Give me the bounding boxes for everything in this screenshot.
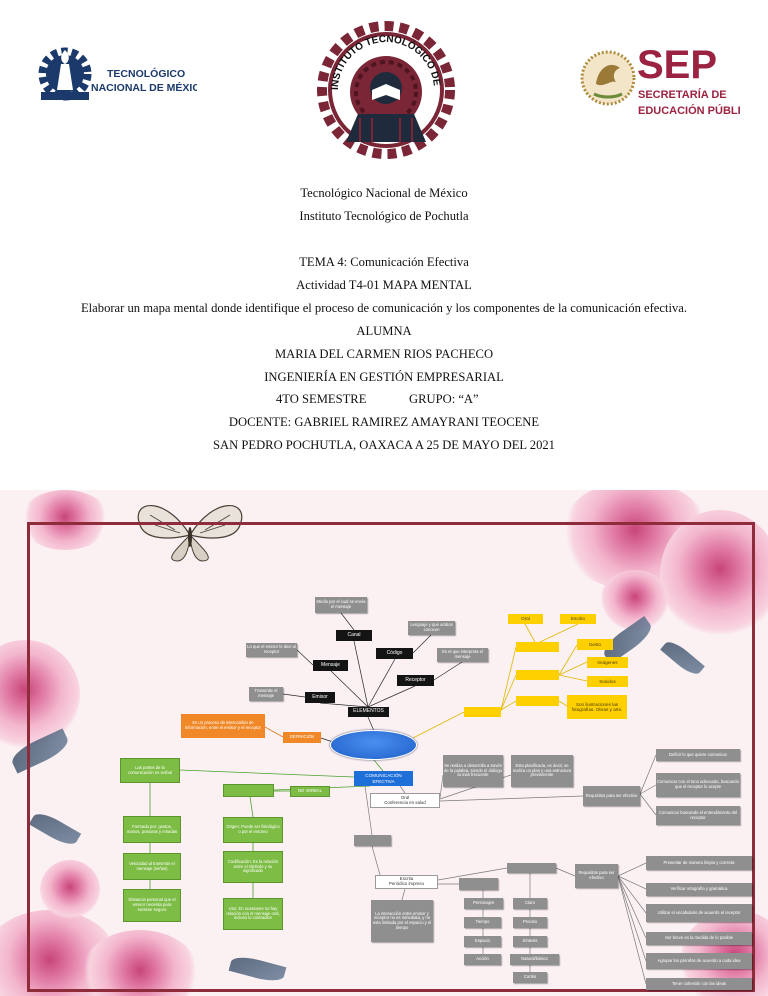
tnm-text-line1: TECNOLÓGICO	[107, 67, 185, 80]
coat-of-arms-icon	[580, 50, 636, 106]
node-definicion-text: Es un proceso de intercambio de informac…	[181, 714, 265, 738]
node-gesto: Gesto	[577, 639, 613, 650]
node-planificada: Esta planificada, es decir, se realiza u…	[511, 755, 573, 787]
node-escrita-example: Periódico impreso	[388, 881, 425, 886]
sep-text-line2: EDUCACIÓN PÚBLICA	[638, 104, 740, 117]
node-escrita-label: Escrita	[399, 876, 414, 882]
node-origen: Origen: Puede ser fisiológico o por el e…	[223, 817, 283, 843]
butterfly-decoration	[137, 505, 243, 562]
node-requisitos-1: Requisitos para ser efectivo	[583, 786, 640, 806]
header-group: GRUPO: “A”	[409, 392, 479, 406]
node-formada: Formada por: gestos, manos, posturas y m…	[123, 816, 181, 843]
header-place-date: SAN PEDRO POCHUTLA, OAXACA A 25 DE MAYO …	[213, 438, 555, 452]
node-oral-type: Oral	[508, 614, 543, 624]
node-interaccion: La interacción entre emisor y receptor n…	[371, 900, 433, 942]
node-codificacion: Codificación: Es la relación entre el sí…	[223, 851, 283, 883]
node-medio: Medio por el cual se envía el mensaje	[315, 597, 367, 613]
node-se-realiza: Se realiza o desarrolla a través de la p…	[443, 755, 503, 787]
header-student-name: MARIA DEL CARMEN RIOS PACHECO	[274, 347, 494, 361]
node-requisitos-2: Requisitos para ser efectivo	[575, 864, 618, 888]
node-gray-branch	[354, 835, 391, 846]
node-gray-branch-2	[459, 878, 498, 890]
node-breve: Ser breve en la medida de lo posible	[646, 932, 752, 945]
node-parrafos: Agrupar los párrafos de acuerdo a cada i…	[646, 953, 752, 969]
node-velocidad: Velocidad al transmitir el mensaje (seña…	[123, 853, 181, 880]
node-emisor: Emisor	[305, 692, 335, 703]
node-preciso: Preciso	[513, 917, 547, 928]
node-yellow-branch-3	[516, 696, 559, 706]
sep-logo: SEP SECRETARÍA DE EDUCACIÓN PÚBLICA	[580, 43, 740, 117]
header-career: INGENIERÍA EN GESTIÓN EMPRESARIAL	[264, 370, 504, 384]
node-oral-example: Conferencia en salud	[384, 799, 426, 805]
node-yellow-main	[464, 707, 501, 717]
sep-acronym: SEP	[637, 43, 717, 87]
tnm-logo: TECNOLÓGICO NACIONAL DE MÉXICO	[38, 47, 197, 101]
node-tiempo: Tiempo	[464, 917, 501, 928]
header-topic: TEMA 4: Comunicación Efectiva	[299, 255, 469, 269]
header-campus: Instituto Tecnológico de Pochutla	[299, 209, 469, 223]
sep-text-line1: SECRETARÍA DE	[638, 88, 727, 101]
node-oral-label: Oral	[400, 794, 410, 800]
rose-decoration	[80, 930, 200, 996]
tnm-text-line2: NACIONAL DE MÉXICO	[91, 81, 197, 94]
node-center-question	[330, 730, 417, 760]
rose-decoration	[600, 570, 670, 630]
node-sonidos: Sonidos	[587, 676, 628, 687]
node-interpreta: Es el que interpreta el mensaje	[437, 648, 488, 662]
header-teacher: DOCENTE: GABRIEL RAMIREZ AMAYRANI TEOCEN…	[228, 415, 540, 429]
node-accion: Acción	[464, 954, 501, 965]
node-escrito-type: Escrito	[560, 614, 596, 624]
rose-decoration	[40, 860, 100, 920]
node-espacio: Espacio	[464, 936, 501, 947]
node-limpia: Presentar de manera limpia y correcta	[646, 856, 752, 870]
node-partes: Las partes de la comunicación es verbal	[120, 758, 180, 783]
node-mensaje: Mensaje	[313, 660, 348, 671]
tnm-gear-icon	[38, 47, 92, 101]
node-receptor: Receptor	[397, 675, 434, 686]
node-claro: Claro	[513, 898, 547, 909]
node-green-branch	[223, 784, 274, 797]
node-definicion: DEFINICIÓN	[283, 732, 321, 743]
rose-decoration	[20, 490, 110, 550]
node-entendimiento: Comunicar buscando el entendimiento del …	[656, 806, 740, 825]
header-student-label: ALUMNA	[356, 324, 412, 338]
header-semester: 4TO SEMESTRE	[276, 392, 367, 406]
node-no-verbal: NO VERBAL	[290, 786, 330, 797]
node-lo-que: Lo que el emisor le dice al receptor	[246, 643, 297, 657]
node-ilustraciones: Son ilustraciones las fotografías. Obras…	[567, 695, 627, 719]
node-personajes: Personajes	[464, 898, 503, 909]
node-transmite: Transmite el mensaje	[249, 687, 283, 701]
header-instructions: Elaborar un mapa mental donde identifiqu…	[80, 301, 688, 315]
node-definir: Definir lo que quiere comunicar	[656, 749, 740, 761]
mind-map-frame	[27, 522, 755, 992]
node-lenguaje: Lenguaje y que ambos conocen	[408, 621, 455, 635]
node-distancia: Distancia personal que el emisor necesit…	[123, 889, 181, 922]
node-yellow-branch-1	[516, 642, 559, 652]
node-canal: Canal	[336, 630, 372, 641]
node-natural: Natural/básico	[510, 954, 559, 965]
node-vocabulario: Utilizar el vocabulario de acuerdo al re…	[646, 904, 752, 922]
node-cortes: Cortés	[513, 972, 547, 983]
node-sintesis: Síntesis	[513, 936, 547, 947]
header-activity: Actividad T4-01 MAPA MENTAL	[296, 278, 472, 292]
node-elementos: ELEMENTOS	[348, 707, 389, 717]
node-yellow-branch-2	[516, 670, 559, 680]
header-institution: Tecnológico Nacional de México	[300, 186, 468, 200]
node-ortografia: Verificar ortografía y gramática	[646, 883, 752, 896]
node-codigo: Código	[376, 648, 413, 659]
rose-decoration	[660, 510, 768, 640]
node-uso: Uso: En ocasiones no hay relación con el…	[223, 898, 283, 930]
node-comunicacion: COMUNICACIÓN EFECTIVA	[354, 771, 413, 786]
itp-seal-logo: INSTITUTO TECNOLÓGICO DE POCHUTLA	[316, 18, 455, 159]
node-imagenes: Imágenes	[587, 657, 628, 668]
book-icon	[372, 84, 400, 100]
node-tono: Comunicar con el tono adecuado, buscando…	[656, 773, 740, 797]
node-caracteristicas	[507, 863, 556, 873]
node-cohesion: Tener cohesión con las ideas	[646, 978, 752, 990]
